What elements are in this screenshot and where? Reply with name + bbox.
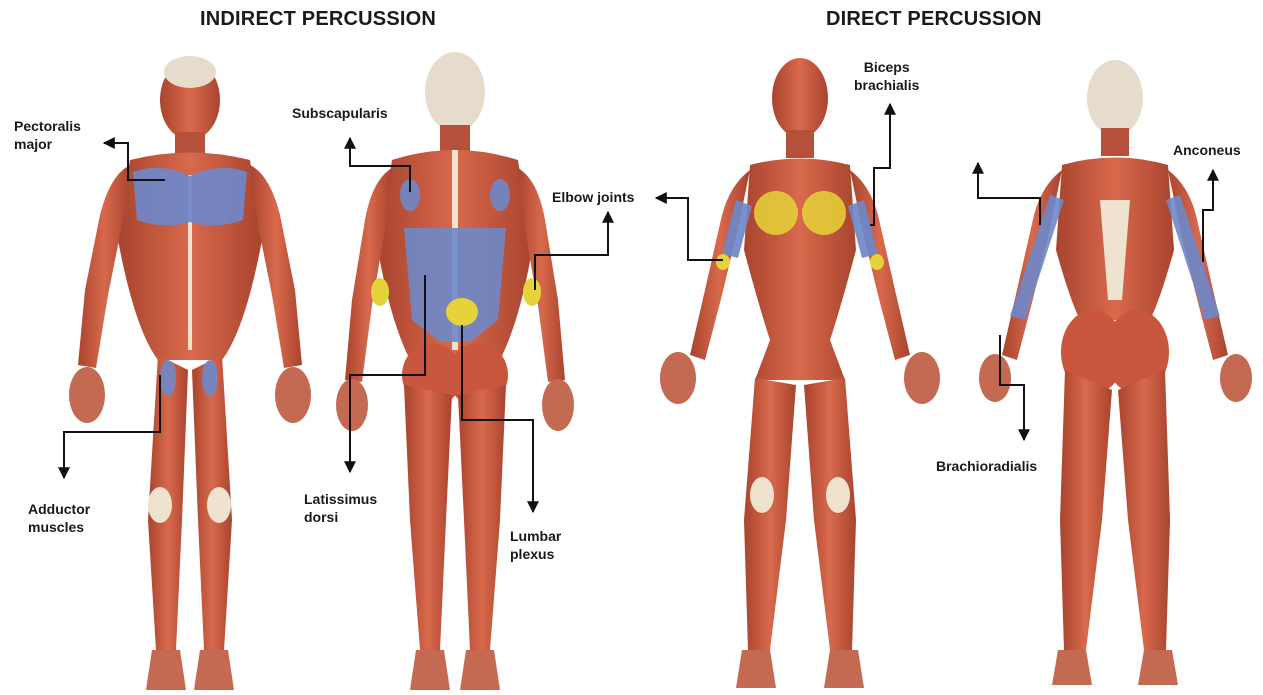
leader-biceps bbox=[870, 104, 890, 225]
label-brachioradialis: Brachioradialis bbox=[936, 457, 1037, 475]
label-biceps-brachialis: Biceps brachialis bbox=[854, 58, 919, 94]
label-latissimus-dorsi: Latissimus dorsi bbox=[304, 490, 377, 526]
leader-anconeus-right bbox=[1203, 170, 1213, 262]
label-elbow-joints: Elbow joints bbox=[552, 188, 634, 206]
figure-male-front bbox=[69, 56, 311, 690]
label-biceps-line1: Biceps bbox=[854, 58, 919, 76]
label-lumbar-plexus: Lumbar plexus bbox=[510, 527, 561, 563]
label-pectoralis-major: Pectoralis major bbox=[14, 117, 81, 153]
leader-anconeus-left bbox=[978, 163, 1040, 225]
figure-female-front bbox=[660, 58, 940, 688]
leader-elbow-right bbox=[656, 198, 723, 260]
label-adductor-line1: Adductor bbox=[28, 500, 90, 518]
label-subscapularis: Subscapularis bbox=[292, 104, 388, 122]
label-adductor-muscles: Adductor muscles bbox=[28, 500, 90, 536]
label-adductor-line2: muscles bbox=[28, 518, 90, 536]
label-pectoralis-line1: Pectoralis bbox=[14, 117, 81, 135]
label-pectoralis-line2: major bbox=[14, 135, 81, 153]
label-biceps-line2: brachialis bbox=[854, 76, 919, 94]
label-anconeus: Anconeus bbox=[1173, 141, 1241, 159]
figure-male-back bbox=[336, 52, 574, 690]
label-lumbar-line1: Lumbar bbox=[510, 527, 561, 545]
label-latissimus-line2: dorsi bbox=[304, 508, 377, 526]
label-lumbar-line2: plexus bbox=[510, 545, 561, 563]
label-latissimus-line1: Latissimus bbox=[304, 490, 377, 508]
